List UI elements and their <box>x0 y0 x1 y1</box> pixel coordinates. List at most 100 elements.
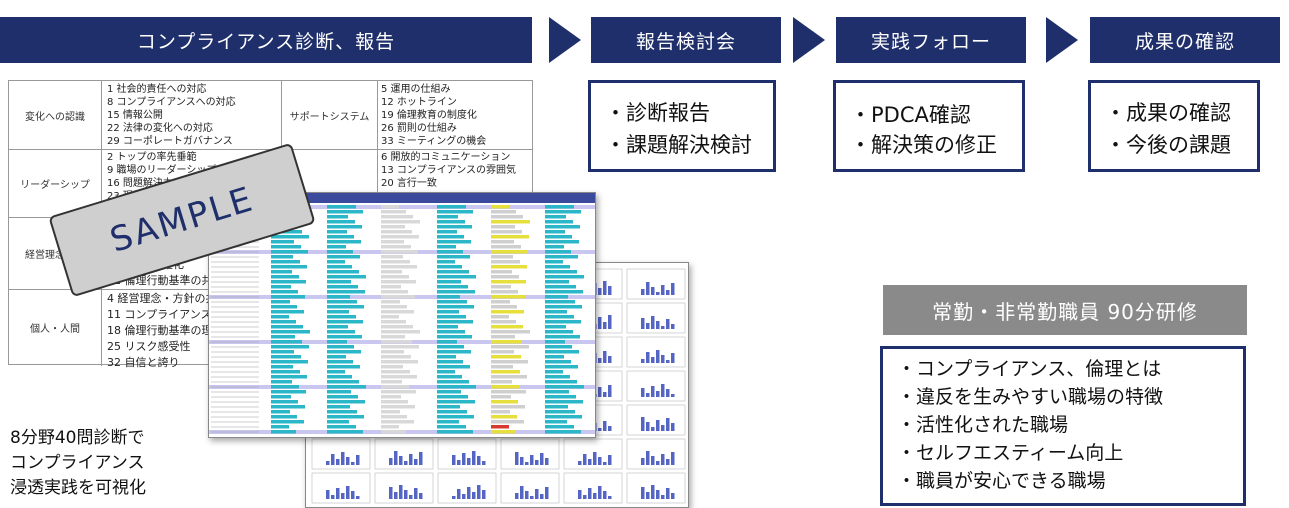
histogram-bar <box>656 391 660 397</box>
histogram-bar <box>341 452 345 465</box>
sheet-bar <box>271 410 290 414</box>
sheet-bar <box>381 210 406 214</box>
histogram-bar <box>351 491 355 499</box>
histogram-bar <box>535 460 539 465</box>
histogram-bar <box>651 316 655 329</box>
sheet-bar <box>545 370 563 374</box>
histogram-bar <box>457 460 461 465</box>
sheet-bar <box>545 285 576 289</box>
sheet-bar <box>437 275 476 279</box>
sheet-bar <box>271 315 289 319</box>
sheet-bar <box>381 260 410 264</box>
histogram-bar <box>671 394 675 397</box>
spreadsheet-sheet-graphic <box>209 193 595 434</box>
sheet-bar <box>271 320 296 324</box>
histogram-bar <box>666 459 670 465</box>
sheet-bar <box>437 210 473 214</box>
histogram-bar <box>578 490 582 499</box>
sheet-bar <box>327 255 360 259</box>
histogram-bar <box>409 495 413 499</box>
sheet-bar <box>271 290 298 294</box>
histogram-bar <box>651 386 655 397</box>
sheet-bar <box>545 220 573 224</box>
histogram-bar <box>646 282 650 295</box>
sheet-bar <box>271 335 295 339</box>
sheet-bar <box>381 295 415 299</box>
sheet-bar <box>381 280 416 284</box>
histogram-bar <box>641 359 645 363</box>
category-item: 8 コンプライアンスへの対応 <box>107 97 236 108</box>
sheet-bar <box>381 420 414 424</box>
histogram-bar <box>452 455 456 465</box>
sheet-bar <box>437 250 463 254</box>
histogram-bar <box>666 418 670 431</box>
sheet-bar <box>271 415 297 419</box>
sheet-bar <box>437 425 466 429</box>
sheet-bar <box>437 385 476 389</box>
sheet-bar <box>327 375 352 379</box>
sheet-bar <box>545 305 582 309</box>
sheet-bar <box>545 385 584 389</box>
training-item: ・活性化された職場 <box>897 414 1069 436</box>
diagnosis-banner-label: コンプライアンス診断、報告 <box>136 30 396 53</box>
sheet-bar <box>491 370 520 374</box>
category-label-2: サポートシステム <box>281 81 378 149</box>
sheet-bar <box>271 305 297 309</box>
sheet-bar <box>437 340 457 344</box>
histogram-bar <box>661 326 665 329</box>
sheet-bar <box>491 235 529 239</box>
category-item: 13 コンプライアンスの雰囲気 <box>381 165 517 176</box>
sheet-bar <box>491 285 511 289</box>
training-box: ・コンプライアンス、倫理とは ・違反を生みやすい職場の特徴 ・活性化された職場 … <box>880 346 1246 506</box>
sheet-bar <box>271 250 308 254</box>
sheet-bar <box>545 325 566 329</box>
histogram-bar <box>671 353 675 363</box>
stage-item: ・診断報告 <box>605 101 710 125</box>
sheet-bar <box>491 315 509 319</box>
histogram-bar <box>525 491 529 499</box>
histogram-bar <box>598 428 602 431</box>
sheet-bar <box>491 355 521 359</box>
category-item: 29 コーポレートガバナンス <box>107 136 233 147</box>
sheet-bar <box>545 415 582 419</box>
sheet-bar <box>327 295 350 299</box>
sheet-bar <box>545 300 575 304</box>
sheet-bar <box>545 235 572 239</box>
histogram-bar <box>457 489 461 499</box>
stage-title: 成果の確認 <box>1134 30 1235 53</box>
sheet-bar <box>491 280 526 284</box>
sheet-bar <box>437 295 460 299</box>
histogram-bar <box>656 350 660 363</box>
sheet-bar <box>545 365 578 369</box>
sheet-bar <box>271 255 293 259</box>
sheet-bar <box>545 340 565 344</box>
sheet-bar <box>491 250 528 254</box>
histogram-bar <box>666 360 670 363</box>
histogram-bar <box>452 496 456 499</box>
sheet-bar <box>437 375 462 379</box>
stage-item: ・成果の確認 <box>1105 101 1231 125</box>
sheet-bar <box>437 400 475 404</box>
sheet-bar <box>271 280 306 284</box>
stage-follow-box: ・PDCA確認 ・解決策の修正 <box>833 80 1025 172</box>
sheet-bar <box>381 235 419 239</box>
category-item: 32 自信と誇り <box>107 356 180 369</box>
sheet-bar <box>437 380 469 384</box>
sheet-bar <box>491 210 516 214</box>
sheet-bar <box>271 385 299 389</box>
sheet-bar <box>437 300 467 304</box>
histogram-bar <box>646 352 650 363</box>
histogram-bar <box>346 486 350 499</box>
category-items-2: 6 開放的コミュニケーション 13 コンプライアンスの雰囲気 20 言行一致 <box>381 151 516 190</box>
histogram-bar <box>608 496 612 499</box>
histogram-bar <box>341 493 345 499</box>
sheet-bar <box>491 255 513 259</box>
category-item: 2 トップの率先垂範 <box>107 152 197 163</box>
sheet-bar <box>271 370 300 374</box>
sheet-bar <box>491 205 509 209</box>
sheet-bar <box>271 260 300 264</box>
sheet-bar <box>327 275 366 279</box>
stage-title: 実践フォロー <box>870 30 991 53</box>
histogram-bar <box>394 492 398 499</box>
sheet-bar <box>437 240 471 244</box>
